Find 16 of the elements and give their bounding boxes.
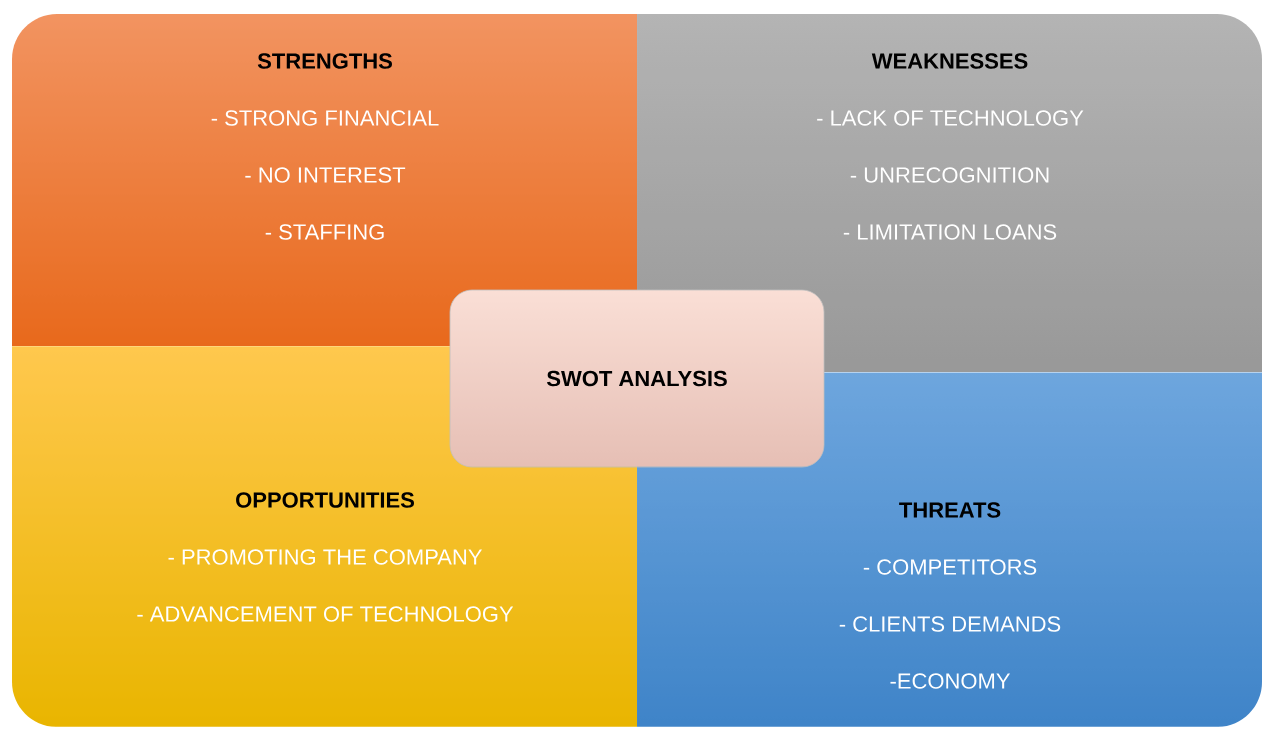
- list-item: - LACK OF TECHNOLOGY: [817, 110, 1084, 126]
- list-item: - UNRECOGNITION: [850, 167, 1049, 183]
- center-box: SWOT ANALYSIS: [449, 289, 825, 468]
- heading: WEAKNESSES: [871, 53, 1028, 69]
- list-item: -ECONOMY: [890, 673, 1011, 689]
- list-item: - LIMITATION LOANS: [843, 224, 1057, 240]
- list-item: - STRONG FINANCIAL: [211, 110, 439, 126]
- heading: STRENGTHS: [257, 53, 392, 69]
- list-item: - NO INTEREST: [245, 167, 406, 183]
- heading: OPPORTUNITIES: [236, 492, 414, 508]
- list-item: - ADVANCEMENT OF TECHNOLOGY: [137, 606, 514, 622]
- list-item: - COMPETITORS: [863, 559, 1037, 575]
- heading: THREATS: [899, 502, 1001, 518]
- list-item: - PROMOTING THE COMPANY: [168, 549, 482, 565]
- list-item: - CLIENTS DEMANDS: [839, 616, 1061, 632]
- list-item: - STAFFING: [265, 224, 384, 240]
